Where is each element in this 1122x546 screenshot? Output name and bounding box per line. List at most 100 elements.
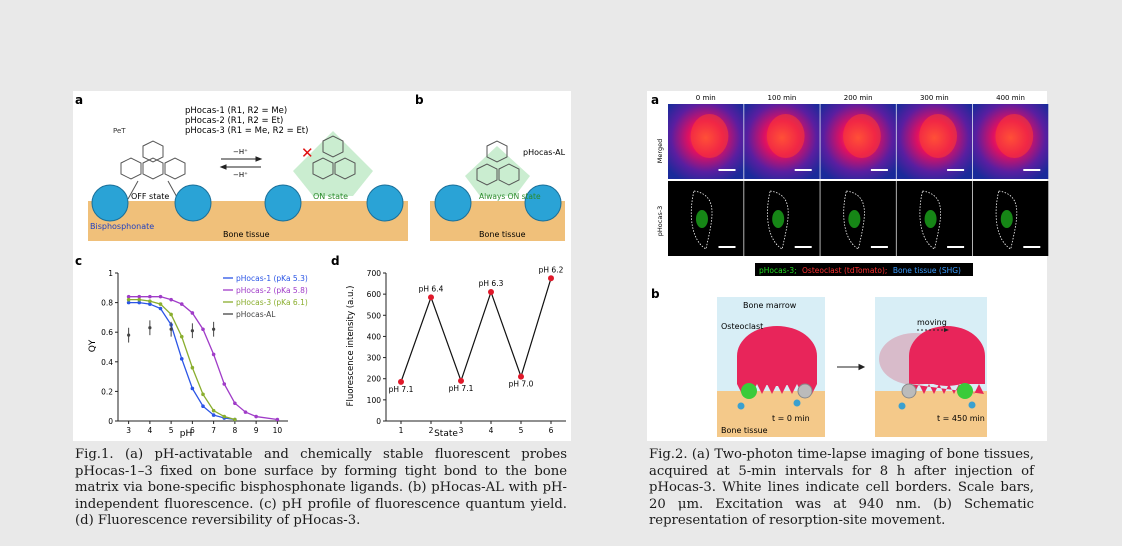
t450-label: t = 450 min — [937, 414, 985, 423]
chart-d-point-label: pH 7.1 — [449, 384, 474, 393]
phocas3-signal — [772, 210, 785, 228]
chart-c-ylabel: QY — [88, 339, 98, 352]
chart-c-point — [137, 294, 142, 299]
chart-c-al-point — [127, 333, 131, 337]
timepoint-label: 400 min — [996, 94, 1025, 102]
chart-d-point-label: pH 6.2 — [539, 265, 564, 274]
chart-d-y-tick-label: 400 — [367, 332, 382, 341]
chart-d-x-tick-label: 1 — [399, 426, 404, 435]
label-c: c — [75, 254, 82, 268]
chart-c-point — [148, 299, 152, 303]
chart-c-point — [137, 297, 142, 302]
chart-d-x-tick-label: 4 — [489, 426, 494, 435]
chart-c-point — [211, 352, 216, 357]
chart-c-al-point — [169, 327, 173, 331]
sphere-right-2 — [366, 184, 404, 222]
label-b: b — [415, 93, 424, 107]
chart-d-y-tick-label: 500 — [367, 311, 382, 320]
chart-d-point — [518, 373, 524, 380]
chart-c-point — [190, 311, 195, 315]
chart-c-legend-label: pHocas-2 (pKa 5.8) — [236, 286, 308, 295]
merged-tile-cell — [995, 114, 1034, 158]
molecule-on — [312, 135, 356, 180]
chart-d-point — [458, 377, 464, 384]
sphere-left-2 — [174, 184, 212, 222]
scheme-a: a pHocas-1 (R1, R2 = Me) pHocas-2 (R1, R… — [75, 93, 408, 241]
chart-c-point — [179, 334, 184, 339]
chart-c-point — [254, 414, 258, 419]
chart-c-x-tick-label: 9 — [254, 426, 259, 435]
chart-c-point — [190, 386, 195, 391]
osteoclast-label: Osteoclast — [721, 322, 763, 331]
chart-c-point — [158, 306, 163, 311]
pet-label: PeT — [113, 127, 126, 135]
bone-surface-a — [88, 201, 408, 241]
chart-c-point — [275, 417, 280, 422]
chart-c-point — [126, 294, 131, 299]
chart-c-point — [233, 401, 237, 406]
svg-text:pHocas-3; Osteoclast (td: pHocas-3; Osteoclast (tdTomato); Bone ti… — [759, 266, 961, 275]
chart-c-point — [158, 294, 163, 299]
chart-d-y-tick-label: 0 — [376, 417, 381, 426]
chart-d-point — [398, 378, 404, 385]
chart-c-x-tick-label: 8 — [232, 426, 237, 435]
timepoint-label: 300 min — [920, 94, 949, 102]
chart-c-point — [201, 404, 205, 408]
chart-c-al-point — [212, 327, 216, 331]
molecule-off — [120, 140, 186, 200]
chart-c-point — [211, 413, 216, 417]
chart-c-x-tick-label: 4 — [147, 426, 152, 435]
off-state-label: OFF state — [131, 192, 169, 201]
chart-d-y-tick-label: 600 — [367, 290, 382, 299]
equilibrium-arrows — [219, 156, 263, 170]
chart-d-ylabel: Fluorescence intensity (a.u.) — [346, 286, 356, 407]
chart-c-al-point — [190, 329, 194, 333]
chart-d-x-tick-label: 3 — [459, 426, 464, 435]
chart-c-point — [126, 297, 131, 302]
probe-list-3: pHocas-3 (R1 = Me, R2 = Et) — [185, 126, 308, 136]
chart-c-legend-label: pHocas-1 (pKa 5.3) — [236, 274, 308, 283]
chart-c-point — [148, 302, 152, 306]
figure-1-caption: Fig.1. (a) pH-activatable and chemically… — [75, 447, 567, 529]
chart-c-point — [148, 294, 152, 299]
chart-d-x-tick-label: 5 — [519, 426, 524, 435]
timepoint-label: 100 min — [768, 94, 797, 102]
chart-d-y-tick-label: 200 — [367, 375, 382, 384]
sphere-right-1 — [264, 184, 302, 222]
t0-label: t = 0 min — [772, 414, 810, 423]
bone-tissue-label-fig2: Bone tissue — [721, 426, 768, 435]
chart-d-point-label: pH 6.3 — [479, 279, 504, 288]
chart-c-point — [233, 417, 237, 422]
chart-c-point — [158, 302, 163, 306]
chart-d-point-label: pH 7.1 — [389, 385, 414, 394]
chart-c-legend-label: pHocas-3 (pKa 6.1) — [236, 298, 308, 307]
pHocas-al-label: pHocas-AL — [523, 148, 566, 157]
label-d: d — [331, 254, 340, 268]
probe-list-2: pHocas-2 (R1, R2 = Et) — [185, 116, 283, 126]
chart-d-point — [428, 294, 434, 301]
legend-blue: Bone tissue (SHG) — [893, 266, 961, 275]
legend-bar — [755, 263, 973, 276]
chart-c-point — [211, 408, 216, 413]
phocas3-signal — [848, 210, 861, 228]
chart-c-point — [201, 392, 205, 397]
figure-1-panel: a pHocas-1 (R1, R2 = Me) pHocas-2 (R1, R… — [73, 91, 571, 441]
chart-d-y-tick-label: 700 — [367, 269, 382, 278]
minus-h-top: −H⁺ — [233, 148, 248, 156]
minus-h-bottom: −H⁺ — [233, 171, 248, 179]
chart-c-y-tick-label: 0 — [108, 417, 113, 426]
legend-green: pHocas-3; — [759, 266, 797, 275]
chart-c-y-tick-label: 0.6 — [101, 328, 113, 337]
sphere-b-2 — [524, 184, 562, 222]
chart-c-point — [222, 382, 227, 386]
moving-label: moving — [917, 318, 947, 327]
chart-c-point — [179, 302, 184, 306]
scheme-t450: moving t = 450 min — [875, 297, 987, 437]
chart-c-al-point — [148, 326, 152, 330]
chart-c-y-tick-label: 0.8 — [101, 299, 113, 308]
chart-d-series-line — [400, 278, 552, 383]
chart-d-x-tick-label: 6 — [549, 426, 554, 435]
chart-d-point-label: pH 7.0 — [509, 380, 534, 389]
